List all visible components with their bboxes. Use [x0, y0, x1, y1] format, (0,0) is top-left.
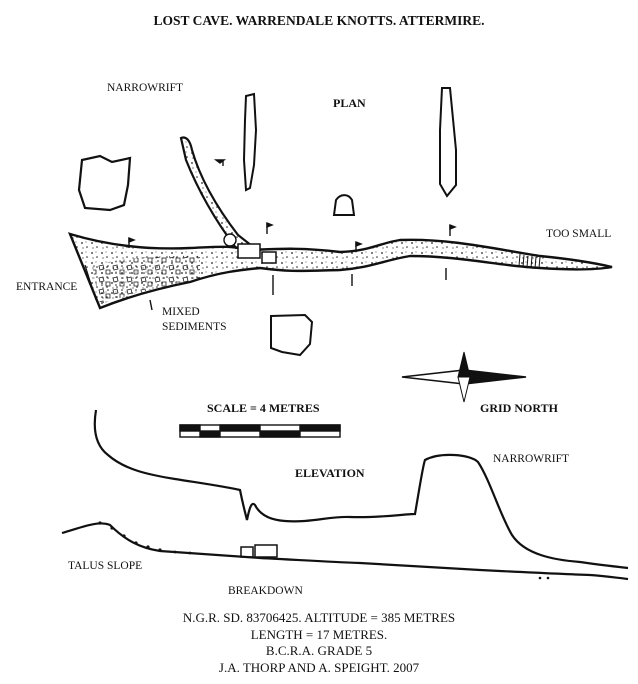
- plan-narrow-rift-label: NARROWRIFT: [107, 82, 184, 94]
- scale-bar: [179, 424, 341, 438]
- junction-block: [261, 251, 277, 264]
- plan-view: [67, 87, 613, 357]
- elevation-roof: [93, 409, 629, 570]
- rock-outline-left: [77, 154, 132, 212]
- footer-surveyors: J.A. THORP AND A. SPEIGHT. 2007: [218, 659, 420, 675]
- footer-ngr-altitude: N.G.R. SD. 83706425. ALTITUDE = 385 METR…: [182, 610, 456, 625]
- constriction-marks: [518, 253, 541, 269]
- junction-block: [237, 243, 261, 259]
- survey-info-footer: N.G.R. SD. 83706425. ALTITUDE = 385 METR…: [0, 610, 638, 676]
- elevation-view: [61, 409, 629, 581]
- elevation-floor: [61, 522, 629, 581]
- north-arrow: [401, 351, 527, 403]
- elevation-narrow-rift-label: NARROWRIFT: [493, 453, 570, 465]
- boulder: [223, 233, 237, 247]
- entrance-label: ENTRANCE: [16, 281, 78, 293]
- elevation-heading: ELEVATION: [295, 466, 365, 480]
- scale-label: SCALE = 4 METRES: [207, 401, 320, 415]
- rock-small-arch: [332, 194, 356, 216]
- breakdown-label: BREAKDOWN: [228, 585, 303, 597]
- mixed-sediments-label-line1: MIXED: [162, 306, 200, 318]
- page-title: LOST CAVE. WARRENDALE KNOTTS. ATTERMIRE.: [153, 13, 485, 28]
- rock-pillar-right: [439, 87, 457, 198]
- survey-flags: [128, 159, 457, 311]
- entrance-rubble: [92, 255, 200, 304]
- mixed-sediments-label-line2: SEDIMENTS: [162, 321, 227, 333]
- rock-outline-lower: [270, 313, 314, 357]
- too-small-label: TOO SMALL: [546, 228, 612, 240]
- grid-north-label: GRID NORTH: [480, 401, 558, 415]
- rock-pillar-tall: [242, 92, 258, 192]
- footer-grade: B.C.R.A. GRADE 5: [265, 643, 373, 658]
- footer-length: LENGTH = 17 METRES.: [250, 626, 388, 642]
- entrance-edge: [84, 264, 97, 301]
- plan-heading: PLAN: [333, 96, 366, 110]
- narrow-rift-plan: [179, 136, 255, 250]
- talus-slope-label: TALUS SLOPE: [68, 560, 143, 572]
